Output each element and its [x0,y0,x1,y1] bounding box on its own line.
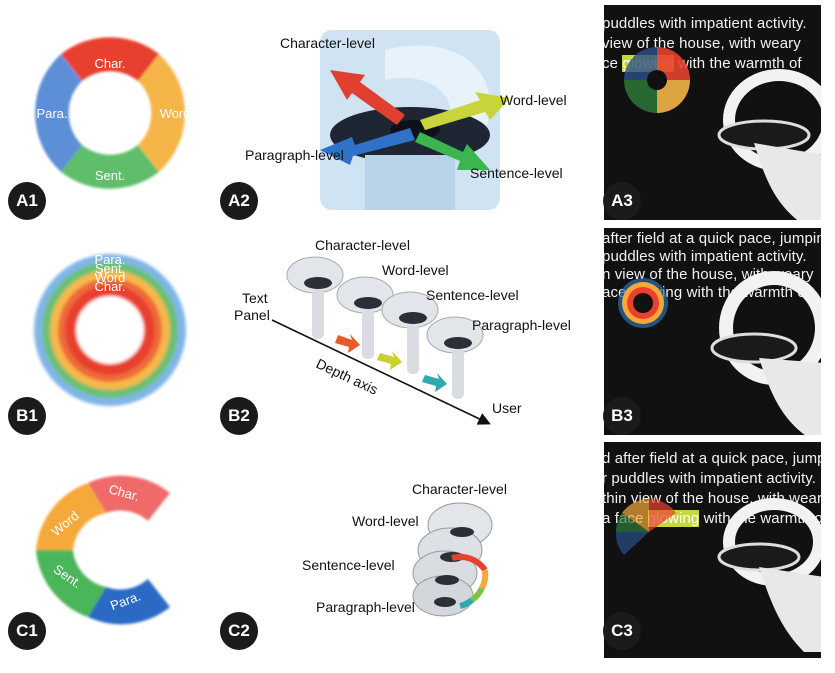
controller-word [336,276,394,359]
stacked-controllers-illustration: Character-level Word-level Sentence-leve… [302,481,507,617]
depth-axis-illustration: Character-level Word-level Sentence-leve… [234,237,571,425]
vr-ring-menu-b3 [618,278,668,328]
badge-a3: A3 [603,182,641,220]
depth-arrow-2 [377,351,402,370]
ring-label-word: Word [95,270,126,285]
badge-a1: A1 [8,182,46,220]
arrow-word [420,92,510,130]
badge-b1: B1 [8,397,46,435]
segment-label-para: Para. [36,106,67,121]
segment-label-word: Word [160,106,190,121]
badge-c3: C3 [603,612,641,650]
label-word-level: Word-level [382,262,449,278]
segment-char [88,475,170,521]
arrow-sentence [415,132,490,170]
depth-arrow-3 [422,373,447,392]
vr-panel-a3: puddles with impatient activity. view of… [604,5,821,220]
badge-b3: B3 [603,397,641,435]
label-paragraph-level: Paragraph-level [472,317,571,333]
vr-controller-a3 [717,69,821,220]
segment-word [138,54,185,172]
arrow-character [330,70,405,125]
label-sentence-level: Sentence-level [470,165,563,181]
controller-illustration-a2: Character-level Word-level Paragraph-lev… [245,30,567,210]
label-character-level: Character-level [280,35,375,51]
label-user: User [492,400,522,416]
vr-line-1: d after field at a quick pace, jumpin [604,450,821,467]
concentric-ring-menu: Para. Sent. Word Char. [34,252,186,406]
vr-line-2: r puddles with impatient activity. [604,470,817,487]
segment-word [36,483,106,550]
vr-controller-c3 [717,498,821,652]
vr-line-1: after field at a quick pace, jumping [604,230,821,247]
radial-menu-full-ring: Char. Word Sent. Para. [35,37,190,189]
label-word-level: Word-level [500,92,567,108]
vr-panel-b3: after field at a quick pace, jumping pud… [604,228,821,435]
label-paragraph-level: Paragraph-level [316,599,415,615]
arrow-paragraph [320,128,415,165]
segment-para [88,579,170,625]
ring-label-sent: Sent. [95,261,125,276]
badge-c2: C2 [220,612,258,650]
vr-panel-c3: d after field at a quick pace, jumpin r … [604,442,821,658]
segment-sent [36,550,106,617]
arc-gradient-indicator [451,553,489,609]
segment-char [61,37,159,81]
label-sentence-level: Sentence-level [302,557,395,573]
controller-sentence [381,291,439,374]
label-word-level: Word-level [352,513,419,529]
badge-b2: B2 [220,397,258,435]
depth-arrow-1 [335,334,360,353]
segment-label-char: Char. [94,56,125,71]
badge-c1: C1 [8,612,46,650]
segment-sent [61,145,159,189]
vr-line-2: puddles with impatient activity. [604,248,807,265]
c-shaped-radial-menu: Char. Word Sent. Para. [36,475,170,625]
stacked-controllers [412,502,493,617]
segment-para [35,54,82,172]
vr-line-1: puddles with impatient activity. [604,15,807,32]
segment-label-sent: Sent. [95,168,125,183]
label-character-level: Character-level [412,481,507,497]
badge-a2: A2 [220,182,258,220]
ring-label-char: Char. [94,279,125,294]
vr-radial-menu-a3 [624,47,690,113]
vr-controller-b3 [710,271,821,435]
label-character-level: Character-level [315,237,410,253]
label-paragraph-level: Paragraph-level [245,147,344,163]
label-sentence-level: Sentence-level [426,287,519,303]
controller-paragraph [426,316,484,399]
controller-char [286,256,344,339]
label-depth-axis: Depth axis [314,355,381,397]
vr-c-menu-c3 [615,499,676,555]
ring-label-para: Para. [94,252,125,267]
